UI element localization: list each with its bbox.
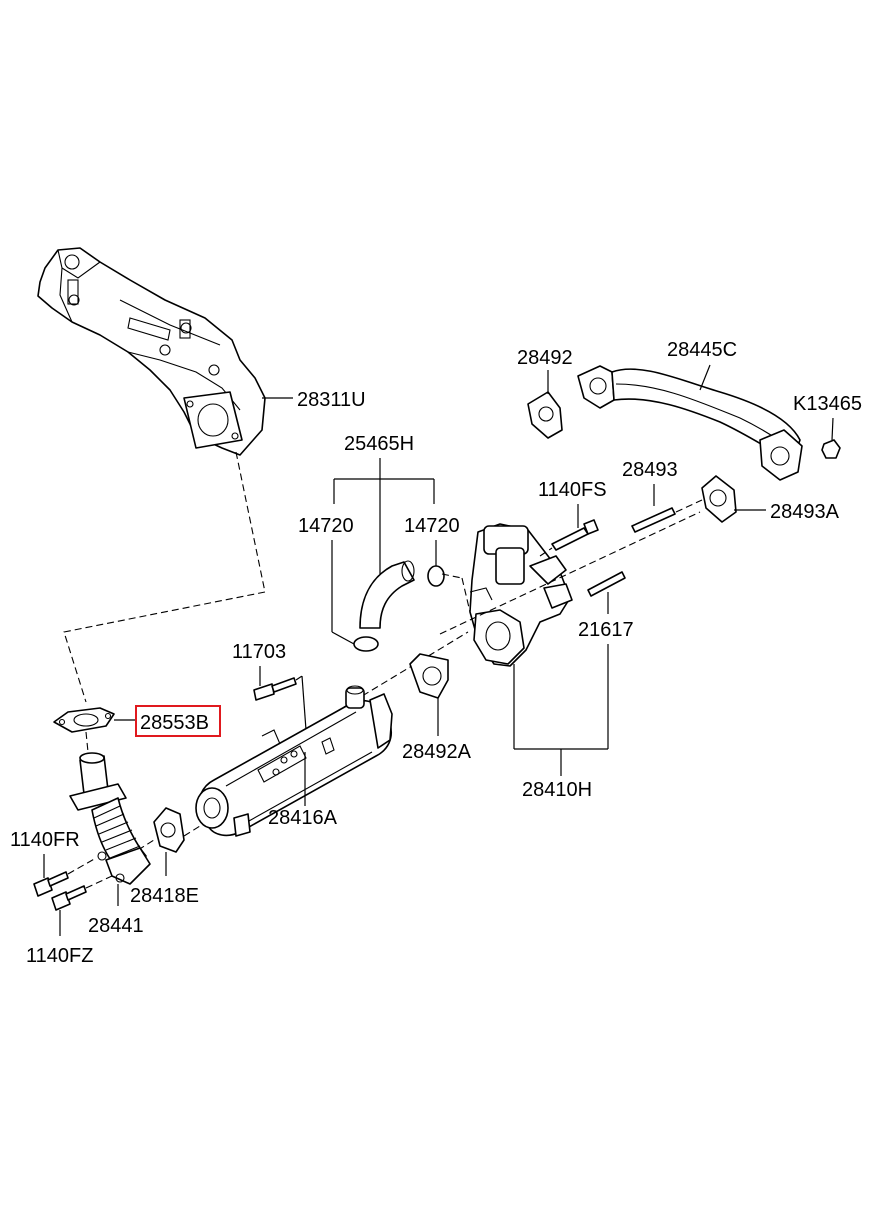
bolt-1140FZ-part[interactable] [51,885,87,911]
flex-pipe-part[interactable] [69,752,151,885]
coolant-hose-part[interactable] [359,560,415,629]
label-11703: 11703 [232,641,286,663]
label-28441: 28441 [88,915,144,937]
bolt-1140FR-part[interactable] [33,871,69,897]
label-28492A: 28492A [402,741,472,763]
egr-cooler-part[interactable] [195,685,393,837]
hose-clamp-part[interactable] [353,565,445,652]
label-28553B[interactable]: 28553B [140,712,209,734]
label-1140FZ: 1140FZ [26,945,93,967]
label-28493: 28493 [622,459,678,481]
label-28418E: 28418E [130,885,199,907]
gasket-28492A-part[interactable] [409,653,449,699]
stud-21617-part[interactable] [587,571,626,597]
label-28492: 28492 [517,347,573,369]
gasket-28493A-part[interactable] [701,475,737,523]
bolt-1140FS-part[interactable] [551,519,599,551]
label-14720-left: 14720 [298,515,354,537]
label-K13465: K13465 [793,393,862,415]
egr-pipe-part[interactable] [527,365,803,481]
gasket-28553B-part[interactable] [53,707,115,733]
label-25465H: 25465H [344,433,414,455]
label-28445C: 28445C [667,339,737,361]
label-28311U: 28311U [297,389,366,411]
label-21617: 21617 [578,619,634,641]
stud-28493-part[interactable] [631,507,676,533]
label-28410H: 28410H [522,779,592,801]
bolt-11703-part[interactable] [253,677,297,701]
gasket-28418E-part[interactable] [153,807,185,853]
label-28493A: 28493A [770,501,840,523]
egr-valve-part[interactable] [469,523,573,667]
label-28416A: 28416A [268,807,338,829]
nut-part[interactable] [821,439,841,459]
label-14720-right: 14720 [404,515,460,537]
label-1140FS: 1140FS [538,479,607,501]
highlight-box [135,705,221,737]
intake-manifold-part[interactable] [37,247,266,456]
label-1140FR: 1140FR [10,829,80,851]
